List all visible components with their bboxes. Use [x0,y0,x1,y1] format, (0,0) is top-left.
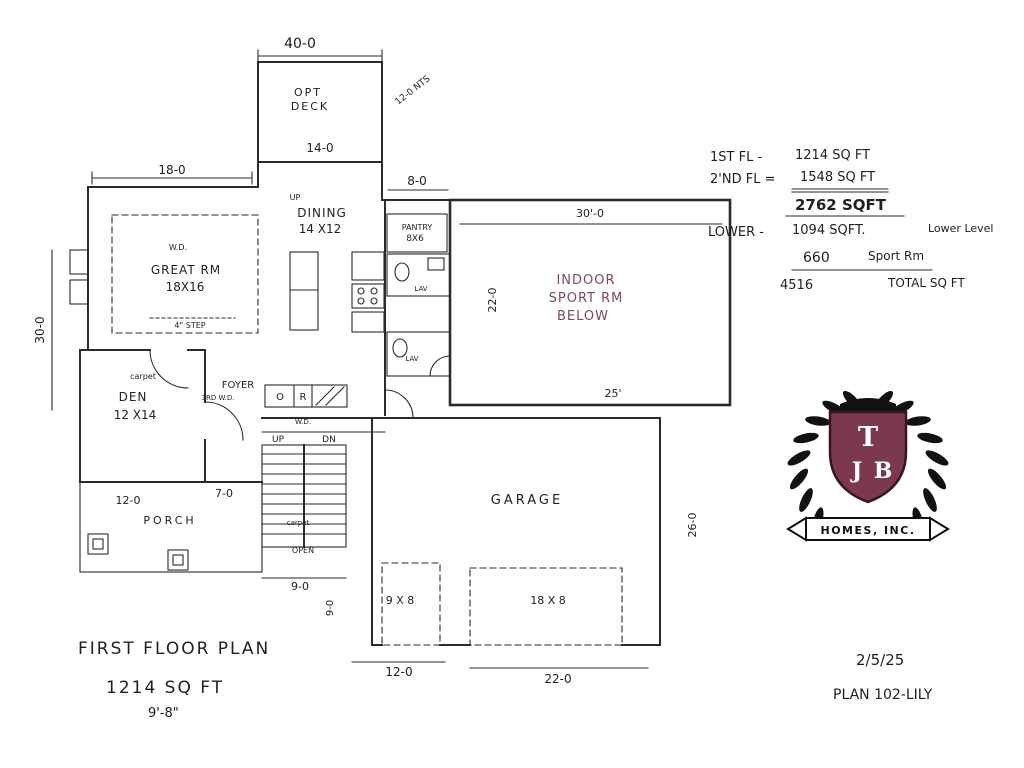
garage: GARAGE 9 X 8 18 X 8 26-0 12-0 22-0 [261,417,699,686]
sport-room-label-2: SPORT RM [549,291,624,306]
area-2nd-label: 2'ND FL = [710,172,775,187]
dim-30-left-label: 30-0 [33,316,47,343]
den: carpet DEN 12 X14 [79,349,244,483]
logo-letter-b: B [874,458,893,484]
pantry-label: PANTRY [402,223,433,232]
deck-note-label: 12-0 NTS [394,74,433,107]
laurel-wreath-icon [787,390,949,533]
area-sport-note: Sport Rm [868,249,924,263]
stairs-dn-label: DN [322,435,336,445]
plan-number: PLAN 102-LILY [833,687,933,703]
closet-r-label: R [300,392,307,403]
lav-lower-label: LAV [405,355,418,363]
plan-height: 9'-8" [148,706,179,721]
dim-30-top-label: 30'-0 [576,207,604,220]
hall-wd-label: W.D. [295,418,311,426]
area-2nd-value: 1548 SQ FT [800,170,875,185]
garage-door-18x8-label: 18 X 8 [530,594,566,607]
dim-9v-label: 9-0 [325,600,336,616]
great-room-label: GREAT RM [151,263,221,277]
porch: 12-0 7-0 PORCH [79,481,263,573]
sport-room-label-1: INDOOR [556,273,615,288]
deck: 40-0 OPT DECK 12-0 NTS 14-0 [257,36,433,163]
area-grand-total-value: 4516 [780,278,813,293]
dim-18-label: 18-0 [158,163,185,177]
plan-sqft: 1214 SQ FT [106,678,224,698]
logo-banner: HOMES, INC. [786,516,950,542]
stairs-carpet-label: carpet [287,519,310,527]
plan-title: FIRST FLOOR PLAN [78,639,270,659]
deck-label-2: DECK [291,100,329,113]
garage-label: GARAGE [491,493,563,508]
dim-8-label: 8-0 [407,174,427,188]
main-walls: 18-0 8-0 30-0 [33,161,451,483]
deck-label-1: OPT [294,86,322,99]
dining-size-label: 14 X12 [299,222,342,236]
logo-banner-text: HOMES, INC. [821,524,916,537]
foyer-wd-label: 3RD W.D. [202,394,235,402]
great-room: W.D. GREAT RM 18X16 4" STEP [111,214,259,334]
pantry-size-label: 8X6 [406,234,424,244]
area-calculations: 1ST FL - 1214 SQ FT 2'ND FL = 1548 SQ FT… [708,148,993,293]
great-room-wd-label: W.D. [169,243,187,252]
step-label: 4" STEP [174,321,205,330]
lav-upper-label: LAV [414,285,427,293]
dim-25-label: 25' [604,387,621,400]
great-room-size-label: 18X16 [166,280,205,294]
den-size-label: 12 X14 [114,408,157,422]
tjb-shield-icon: T J B [828,410,908,504]
plan-date: 2/5/25 [856,651,904,669]
stairs-open-label: OPEN [292,546,314,555]
area-lower-note: Lower Level [928,222,993,235]
dim-40-label: 40-0 [284,36,316,52]
closet-o-label: O [276,392,284,403]
dim-9-label: 9-0 [291,580,309,593]
dining-label: DINING [297,206,347,220]
dim-22-bottom-label: 22-0 [544,672,571,686]
title-block: FIRST FLOOR PLAN 1214 SQ FT 9'-8" [78,639,270,721]
dim-7-label: 7-0 [215,487,233,500]
dim-12-bottom-label: 12-0 [385,665,412,679]
foyer: FOYER 3RD W.D. O R W.D. [202,380,386,433]
area-1st-value: 1214 SQ FT [795,148,870,163]
logo-letter-j: J [850,458,862,484]
foyer-label: FOYER [222,380,255,391]
dim-26-vert-label: 26-0 [686,513,699,538]
sport-room: 30'-0 INDOOR SPORT RM BELOW 22-0 25' [448,198,732,407]
den-carpet-label: carpet [130,372,156,381]
dim-14-label: 14-0 [306,141,333,155]
sport-room-label-3: BELOW [557,309,609,324]
area-1st-label: 1ST FL - [710,150,762,165]
dim-22-vert-label: 22-0 [486,288,499,313]
area-total-upper-value: 2762 SQFT [795,196,887,214]
area-sport-value: 660 [803,250,830,266]
stairs: UP DN carpet OPEN 9-0 9-0 [261,435,347,616]
area-grand-total-note: TOTAL SQ FT [887,276,965,290]
garage-door-9x8-label: 9 X 8 [386,594,415,607]
den-label: DEN [119,390,148,404]
tjb-logo: T J B HOMES, INC. [786,390,950,542]
dim-12-left-label: 12-0 [116,494,141,507]
logo-letter-t: T [858,422,878,453]
stairs-up-label: UP [272,435,285,445]
dining-up-label: UP [290,193,301,202]
area-lower-label: LOWER - [708,225,764,240]
date-block: 2/5/25 PLAN 102-LILY [833,651,933,703]
pantry-baths: PANTRY 8X6 LAV LAV [384,213,451,419]
area-lower-value: 1094 SQFT. [792,223,865,238]
dining-kitchen: UP DINING 14 X12 [289,193,386,416]
porch-label: PORCH [143,514,196,527]
